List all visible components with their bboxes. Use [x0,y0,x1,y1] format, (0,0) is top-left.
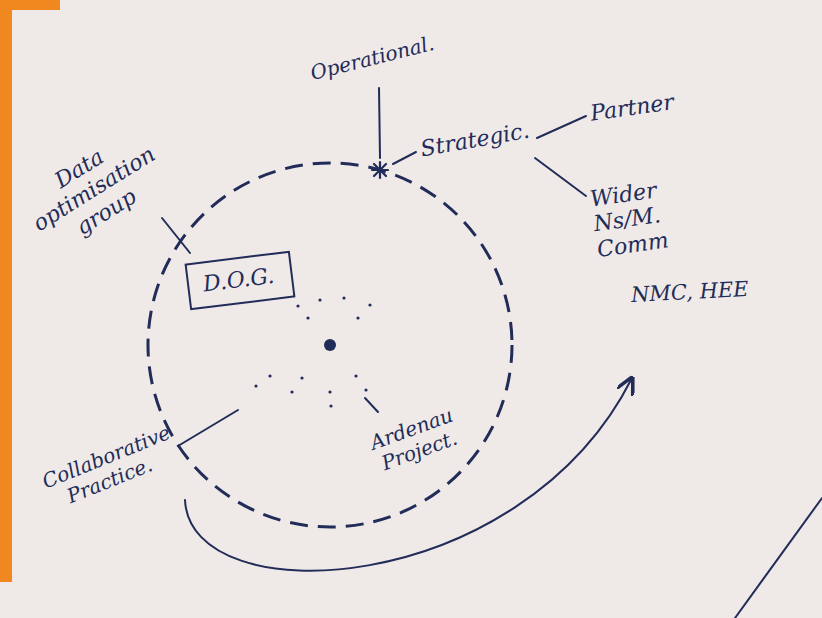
label-text: NMC, HEE [631,277,750,307]
label-text: Operational. [308,31,437,85]
handwritten-label: Data optimisation group [15,122,170,258]
process-box: D.O.G. [185,250,296,310]
dashed-circle [148,163,512,527]
center-dot [324,339,336,351]
label-text: Ardenau Project. [366,403,460,475]
handwritten-label: Ardenau Project. [362,402,467,478]
box-text: D.O.G. [202,262,278,296]
orange-bar [0,0,60,10]
handwritten-label: Operational. [308,32,436,85]
label-text: Collaborative Practice. [38,420,173,508]
handwritten-label: Partner [589,90,676,127]
handwritten-label: NMC, HEE [631,277,750,307]
handwritten-label: Wider Ns/M. Comm [588,168,732,262]
handwritten-label: Strategic. [419,118,532,162]
orange-bar [0,0,12,582]
dot-marks [254,296,371,407]
label-text: Strategic. [419,118,532,162]
star-mark [372,162,388,178]
leader-lines [162,88,822,618]
label-text: Data optimisation group [28,141,159,239]
label-text: Wider Ns/M. Comm [588,178,670,262]
handwritten-label: Collaborative Practice. [38,425,171,514]
label-text: Partner [589,90,676,126]
